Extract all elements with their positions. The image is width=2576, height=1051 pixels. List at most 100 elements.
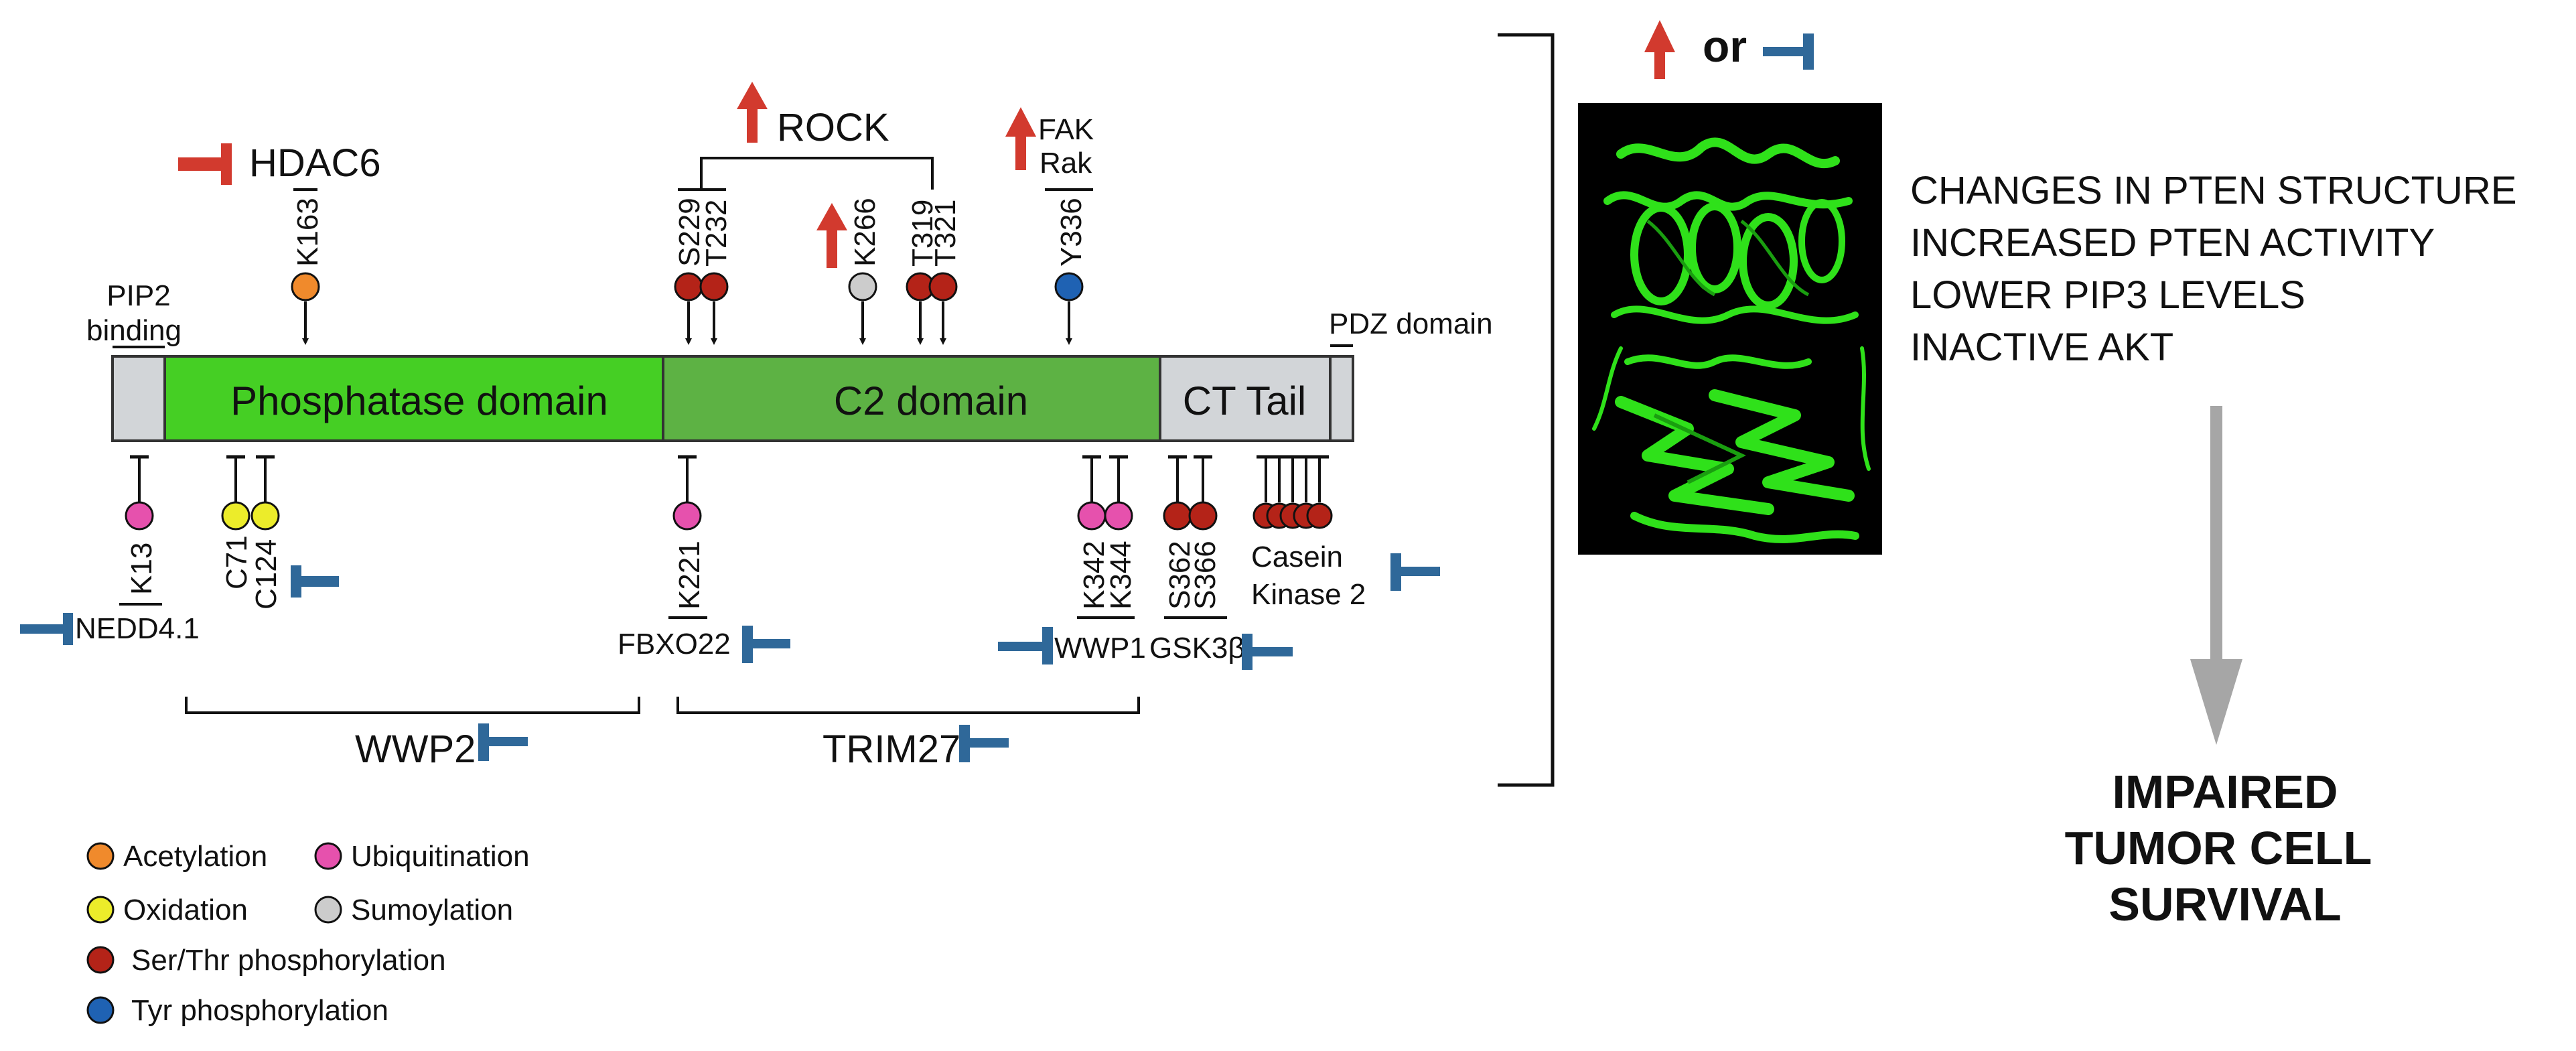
ct-tail-domain <box>1159 355 1332 442</box>
legend-oxidation-label: Oxidation <box>123 894 248 926</box>
phosphatase-domain <box>163 355 664 442</box>
wwp2-inhibit-icon <box>478 723 528 761</box>
outcome-line1: IMPAIRED <box>2112 766 2338 818</box>
nedd-inhibit-icon <box>20 613 73 645</box>
k266-label: K266 <box>849 198 881 267</box>
k342-ubiquitination-dot <box>1077 501 1106 531</box>
k13-ubiquitination-dot <box>125 501 154 531</box>
ct-tail-label: CT Tail <box>1183 378 1307 423</box>
bottom-sites: K13 C71 C124 K221 K342 K344 S362 <box>119 455 1366 619</box>
t232-phospho-dot <box>699 272 729 301</box>
fbxo22-inhibit-icon <box>742 626 790 663</box>
c71-oxidation-dot <box>221 501 251 531</box>
s362-phospho-dot <box>1163 501 1192 531</box>
bottom-regulators: NEDD4.1 FBXO22 WWP1 GSK3β WWP2 <box>20 553 1440 771</box>
t319-label: T319 <box>906 200 939 267</box>
c2-domain <box>662 355 1161 442</box>
y336-label: Y336 <box>1055 198 1088 267</box>
effect-pip3: LOWER PIP3 LEVELS <box>1910 273 2305 317</box>
outcome-line3: SURVIVAL <box>2108 878 2341 930</box>
k344-ubiquitination-dot <box>1104 501 1133 531</box>
legend-tyr-dot <box>86 996 115 1024</box>
up-arrow-icon <box>1644 20 1675 79</box>
pten-structure-image <box>1578 103 1882 555</box>
wwp1-inhibit-icon <box>998 627 1053 664</box>
s229-label: S229 <box>673 198 706 267</box>
k266-activate-icon <box>816 203 847 268</box>
legend-ubiquitination-dot <box>314 842 342 870</box>
k13-label: K13 <box>125 543 158 595</box>
nedd-label: NEDD4.1 <box>75 612 200 645</box>
casein-inhibit-icon <box>1390 553 1440 591</box>
casein-kinase2-label: Kinase 2 <box>1251 578 1366 611</box>
rock-label: ROCK <box>777 106 889 149</box>
c124-label: C124 <box>250 539 283 610</box>
rock-activate-icon <box>737 82 768 143</box>
activate-or-inhibit: or <box>1644 20 1814 79</box>
s366-phospho-dot <box>1188 501 1218 531</box>
legend-oxidation-dot <box>86 896 115 924</box>
gsk3b-label: GSK3β <box>1149 632 1245 664</box>
fbxo22-label: FBXO22 <box>618 628 731 660</box>
hdac6-label: HDAC6 <box>249 141 381 185</box>
legend-acetylation-label: Acetylation <box>123 840 267 873</box>
s366-label: S366 <box>1189 541 1222 610</box>
hdac6-inhibit-icon <box>178 143 232 185</box>
legend-acetylation-dot <box>86 842 115 870</box>
casein-kinase-sites <box>1253 455 1333 529</box>
trim27-inhibit-icon <box>959 725 1009 762</box>
c124-oxidation-dot <box>251 501 280 531</box>
legend-sumoylation-dot <box>314 896 342 924</box>
pten-domain-bar: Phosphatase domain C2 domain CT Tail <box>111 355 1354 442</box>
t321-label: T321 <box>929 200 962 267</box>
gsk3b-inhibit-icon <box>1242 634 1293 670</box>
fak-activate-icon <box>1005 107 1036 170</box>
t232-label: T232 <box>700 200 733 267</box>
top-regulators: HDAC6 ROCK FAK Rak <box>178 82 1094 268</box>
trim27-bracket <box>676 697 1140 714</box>
legend-serthr-dot <box>86 946 115 974</box>
c124-inhibit-icon <box>291 565 339 598</box>
pdz-domain-segment <box>1329 355 1354 442</box>
legend-sumoylation-label: Sumoylation <box>351 894 513 926</box>
legend-tyr-label: Tyr phosphorylation <box>131 994 388 1027</box>
pip2-binding-segment <box>111 355 166 442</box>
effects-list: CHANGES IN PTEN STRUCTURE INCREASED PTEN… <box>1910 169 2517 369</box>
phosphatase-domain-label: Phosphatase domain <box>230 378 608 423</box>
effect-akt: INACTIVE AKT <box>1910 326 2173 369</box>
s362-label: S362 <box>1163 541 1196 610</box>
rak-label: Rak <box>1040 147 1092 180</box>
top-sites: K163 S229 T232 K266 T319 T321 Y336 <box>291 157 1093 345</box>
summary-bracket <box>1498 33 1555 787</box>
wwp1-label: WWP1 <box>1054 632 1146 664</box>
wwp2-bracket <box>185 697 640 714</box>
k266-sumoylation-dot <box>848 272 877 301</box>
pip2-label: PIP2 <box>106 279 170 312</box>
effect-structure: CHANGES IN PTEN STRUCTURE <box>1910 169 2517 212</box>
k163-label: K163 <box>291 198 324 267</box>
legend-serthr-label: Ser/Thr phosphorylation <box>131 944 446 977</box>
or-label: or <box>1703 21 1747 71</box>
casein-label: Casein <box>1251 541 1343 573</box>
trim27-label: TRIM27 <box>822 727 960 771</box>
domain-annotations: PIP2 binding PDZ domain <box>86 279 1493 348</box>
down-arrow-icon <box>2190 406 2242 745</box>
legend-ubiquitination-label: Ubiquitination <box>351 840 530 873</box>
k342-label: K342 <box>1078 541 1111 610</box>
legend: Acetylation Ubiquitination Oxidation Sum… <box>86 840 530 1027</box>
inhibit-icon <box>1763 33 1814 70</box>
fak-label: FAK <box>1038 113 1094 146</box>
effect-activity: INCREASED PTEN ACTIVITY <box>1910 221 2435 265</box>
k163-acetylation-dot <box>291 272 320 301</box>
pip2-binding-label: binding <box>86 314 182 347</box>
s229-phospho-dot <box>674 272 703 301</box>
rock-bracket <box>700 157 934 190</box>
y336-tyr-phospho-dot <box>1054 272 1084 301</box>
k221-ubiquitination-dot <box>672 501 702 531</box>
t321-phospho-dot <box>928 272 958 301</box>
k344-label: K344 <box>1104 541 1137 610</box>
wwp2-label: WWP2 <box>355 727 476 771</box>
pdz-label: PDZ domain <box>1329 307 1493 340</box>
outcome: IMPAIRED TUMOR CELL SURVIVAL <box>2065 766 2372 930</box>
